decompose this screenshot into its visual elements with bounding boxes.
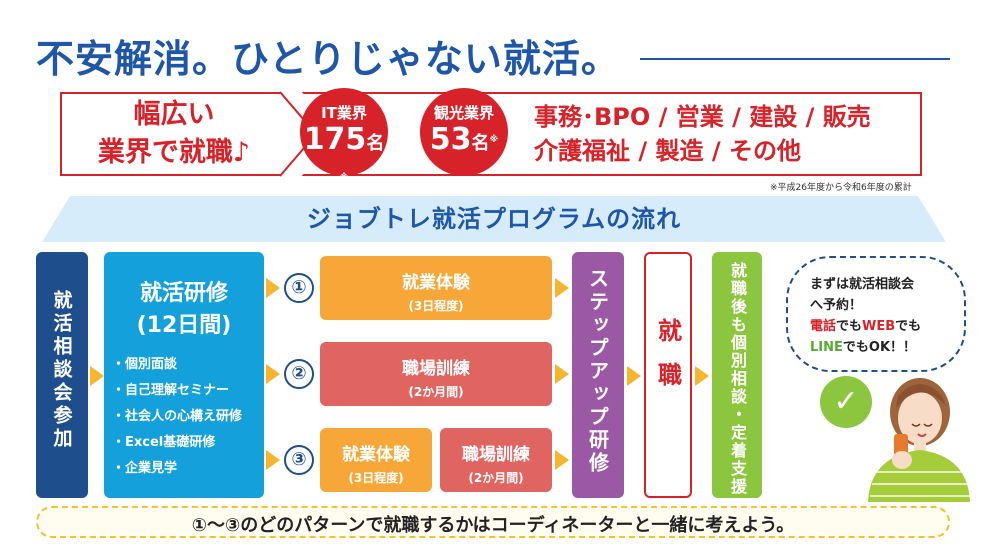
employment-label: 就職 bbox=[653, 318, 682, 406]
pattern-2-workplace-training: 職場訓練 (2か月間) bbox=[320, 342, 552, 406]
pattern-2-marker: ② bbox=[284, 359, 314, 389]
step-consultation-label: 就活相談会参加 bbox=[50, 290, 73, 451]
list-item: ・Excel基礎研修 bbox=[112, 435, 216, 450]
flow-banner bbox=[42, 196, 946, 242]
training-title: 就活研修 (12日間) bbox=[136, 281, 232, 338]
step-training: 就活研修 (12日間) ・個別面談 ・自己理解セミナー ・社会人の心構え研修 ・… bbox=[104, 252, 264, 498]
step-after-support: 就職後も個別相談・定着支援 bbox=[712, 252, 762, 498]
arrow-icon bbox=[627, 366, 641, 386]
bottom-note-frame bbox=[36, 506, 950, 538]
step-employment: 就職 bbox=[644, 252, 692, 498]
tourism-industry-badge: 観光業界 53名※ bbox=[420, 88, 508, 176]
it-label: IT業界 bbox=[321, 104, 367, 122]
wide-line-2: 業界で就職♪ bbox=[97, 137, 251, 168]
person-illustration bbox=[868, 378, 970, 502]
flow-title: ジョブトレ就活プログラムの流れ bbox=[306, 205, 682, 233]
wide-industries-label: 幅広い 業界で就職♪ bbox=[64, 96, 284, 172]
pattern-3-work-experience: 就業体験 (3日程度) bbox=[320, 428, 432, 492]
pattern-3-workplace-training: 職場訓練 (2か月間) bbox=[440, 428, 552, 492]
check-icon: ✓ bbox=[820, 376, 872, 428]
pattern-3-marker: ③ bbox=[284, 445, 314, 475]
other-industries-line-1: 事務･BPO / 営業 / 建設 / 販売 bbox=[534, 103, 871, 131]
speech-bubble-text: まずは就活相談会 へ予約！ 電話でもWEBでも LINEでもOK！！ bbox=[810, 277, 922, 355]
footnote: ※平成26年度から令和6年度の累計 bbox=[770, 183, 912, 193]
arrow-icon bbox=[266, 450, 280, 470]
list-item: ・個別面談 bbox=[112, 357, 178, 372]
tourism-count: 53名※ bbox=[429, 122, 499, 157]
step-up-training: ステップアップ研修 bbox=[572, 252, 624, 498]
other-industries-line-2: 介護福祉 / 製造 / その他 bbox=[534, 137, 801, 165]
list-item: ・自己理解セミナー bbox=[112, 383, 230, 398]
tourism-label: 観光業界 bbox=[433, 104, 494, 122]
headline-rule bbox=[640, 58, 950, 60]
arrow-icon bbox=[555, 450, 569, 470]
list-item: ・社会人の心構え研修 bbox=[112, 409, 243, 424]
arrow-icon bbox=[90, 366, 104, 386]
it-industry-badge: IT業界 175名※ bbox=[300, 88, 388, 183]
wide-line-1: 幅広い bbox=[133, 99, 215, 130]
arrow-icon bbox=[555, 364, 569, 384]
step-up-label: ステップアップ研修 bbox=[585, 268, 610, 475]
arrow-icon bbox=[266, 278, 280, 298]
after-support-label: 就職後も個別相談・定着支援 bbox=[728, 262, 747, 496]
page-title: 不安解消。ひとりじゃない就活。 bbox=[36, 37, 620, 81]
pattern-1-work-experience: 就業体験 (3日程度) bbox=[320, 256, 552, 320]
step-consultation: 就活相談会参加 bbox=[36, 252, 88, 498]
arrow-icon bbox=[555, 278, 569, 298]
arrow-icon bbox=[266, 364, 280, 384]
bottom-note: ①～③のどのパターンで就職するかはコーディネーターと一緒に考えよう。 bbox=[191, 515, 795, 536]
it-count: 175名※ bbox=[303, 122, 385, 184]
other-industries: 事務･BPO / 営業 / 建設 / 販売 介護福祉 / 製造 / その他 bbox=[534, 100, 871, 168]
training-list: ・個別面談 ・自己理解セミナー ・社会人の心構え研修 ・Excel基礎研修 ・企… bbox=[112, 352, 242, 482]
arrow-icon bbox=[695, 366, 709, 386]
pattern-1-marker: ① bbox=[284, 273, 314, 303]
speech-bubble bbox=[786, 256, 966, 372]
list-item: ・企業見学 bbox=[112, 461, 178, 476]
